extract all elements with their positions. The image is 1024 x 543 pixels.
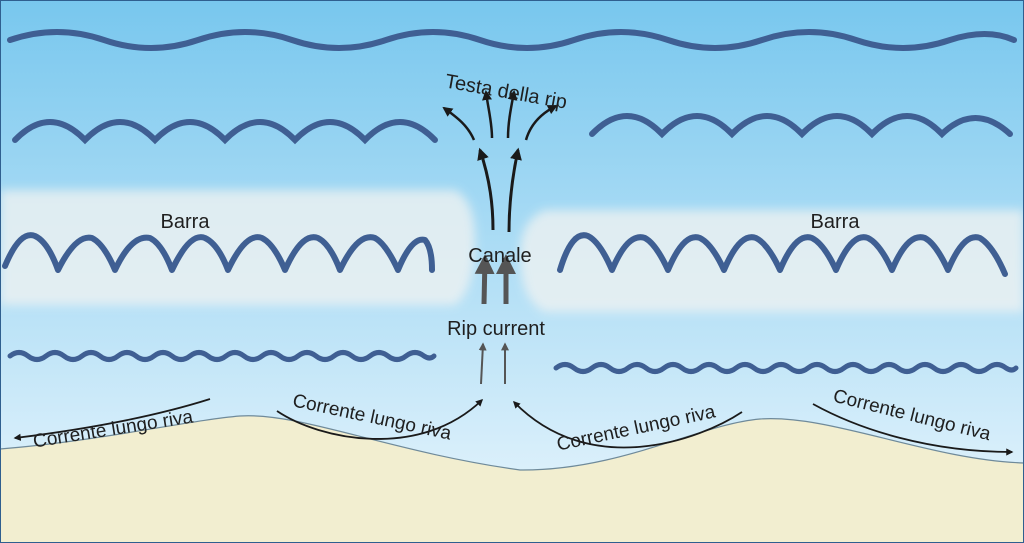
label-bar-left: Barra [161, 211, 211, 233]
longshore-arrow-2 [276, 398, 484, 440]
inner-waves-right [553, 362, 1019, 374]
longshore-arrow-1 [13, 398, 211, 441]
channel-arrow-left [474, 254, 495, 305]
longshore-arrow-4 [812, 403, 1014, 456]
label-bar-right: Barra [811, 211, 861, 233]
breaking-waves-right [557, 232, 1008, 277]
head-arrow-2 [482, 90, 494, 139]
wave-row-second-right [589, 113, 1013, 139]
head-arrow-1 [442, 106, 476, 141]
wave-row-second-left [12, 119, 438, 145]
label-channel: Canale [468, 245, 531, 267]
breaking-waves-left [2, 232, 435, 273]
beach [0, 415, 1024, 543]
sand-bar-left [0, 190, 475, 305]
longshore-arrow-3 [512, 400, 743, 449]
inner-waves-left [7, 350, 437, 362]
sand-bar-right [520, 210, 1024, 312]
head-arrow-3 [506, 90, 518, 139]
wave-row-outer [7, 29, 1017, 51]
neck-arrow-right [507, 147, 522, 233]
head-arrow-4 [524, 104, 558, 141]
neck-arrow-left [477, 147, 495, 231]
label-rip-current: Rip current [447, 318, 545, 340]
rip-flow-arrow-left [478, 342, 487, 385]
